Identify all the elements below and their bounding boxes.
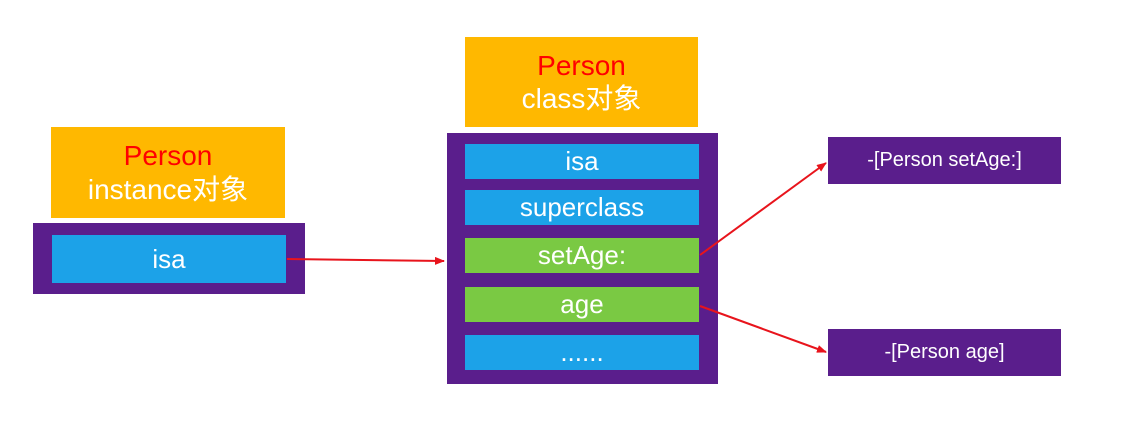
- class-slot-ellipsis: ......: [465, 335, 699, 370]
- method-set-age: -[Person setAge:]: [828, 137, 1061, 184]
- instance-class-name: Person: [123, 140, 213, 172]
- arrow-age-to-method: [699, 305, 827, 353]
- method-age: -[Person age]: [828, 329, 1061, 376]
- arrow-instance-isa-to-class: [286, 256, 445, 265]
- class-header: Person class对象: [465, 37, 698, 127]
- class-slot-age: age: [465, 287, 699, 322]
- class-type-label: class对象: [521, 83, 642, 114]
- class-slot-superclass: superclass: [465, 190, 699, 225]
- instance-type-label: instance对象: [87, 173, 249, 205]
- instance-header: Person instance对象: [51, 127, 285, 218]
- class-slot-isa: isa: [465, 144, 699, 179]
- class-name: Person: [537, 49, 626, 81]
- class-slot-setage: setAge:: [465, 238, 699, 273]
- arrow-setage-to-method: [699, 162, 827, 256]
- instance-isa-slot: isa: [52, 235, 286, 283]
